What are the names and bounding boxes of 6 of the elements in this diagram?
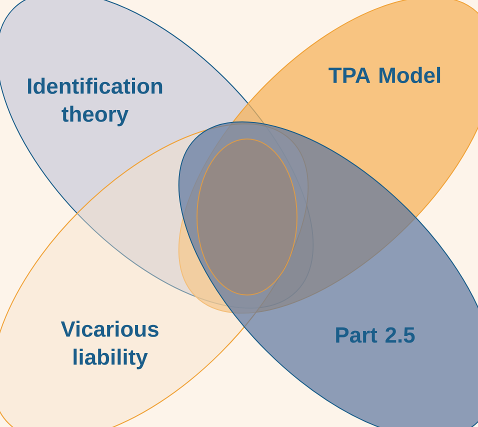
label: Part 2.5 — [336, 327, 415, 343]
ellipse — [178, 122, 478, 427]
label: Vicarious liability — [60, 320, 158, 370]
label: TPA Model — [328, 66, 440, 84]
label: Identification theory — [28, 78, 162, 126]
ellipse — [196, 138, 298, 296]
